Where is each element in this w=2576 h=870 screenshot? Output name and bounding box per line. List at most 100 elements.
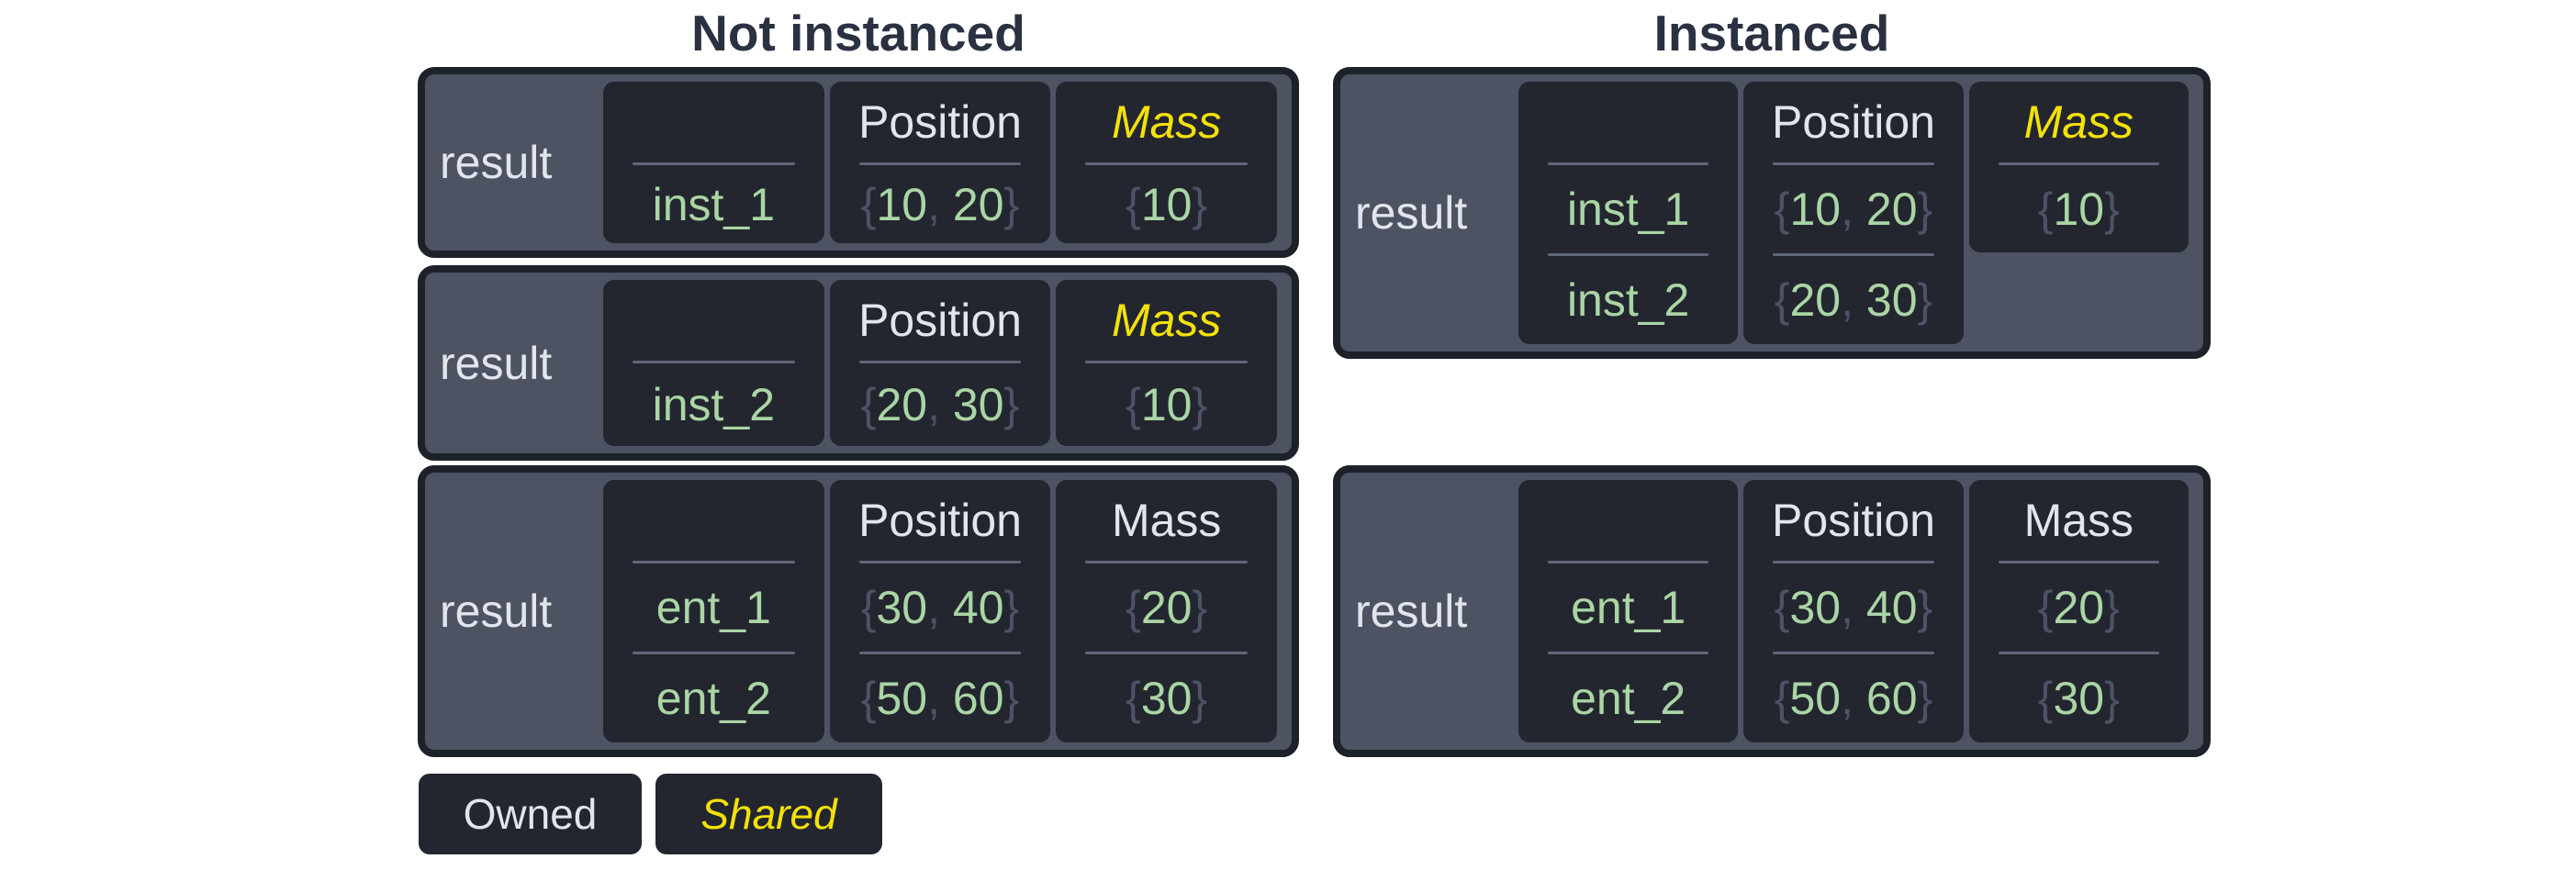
position-x: 50 (876, 673, 928, 724)
mass-cell: Mass {10} (1056, 82, 1278, 243)
brace-open: { (860, 379, 877, 430)
position-cell: Position {30, 40} {50, 60} (829, 480, 1051, 742)
brace-open: { (2037, 582, 2054, 633)
brace-close: } (1917, 274, 1933, 326)
position-cell: Position {20, 30} (829, 280, 1051, 446)
divider (1548, 561, 1709, 563)
position-x: 10 (876, 178, 928, 230)
mass-value: {10} (1056, 165, 1277, 243)
entity-name: ent_1 (1518, 563, 1738, 652)
divider (633, 652, 795, 654)
brace-open: { (1126, 178, 1141, 230)
divider (1773, 652, 1934, 654)
position-column: Position {30, 40} {50, 60} (1743, 480, 1964, 742)
brace-close: } (1917, 673, 1933, 724)
mass-cell: Mass {20} {30} (1968, 480, 2189, 742)
mass-column: Mass {20} {30} (1056, 480, 1278, 742)
position-y: 40 (1865, 582, 1918, 633)
divider (1548, 253, 1709, 256)
brace-close: } (2104, 673, 2120, 724)
position-y: 40 (952, 582, 1004, 633)
brace-open: { (1774, 582, 1790, 633)
position-column: Position {10, 20} {20, 30} (1743, 82, 1964, 344)
position-value: {20, 30} (830, 363, 1051, 446)
entity-name: ent_2 (1518, 654, 1738, 742)
mass-number: 10 (1140, 178, 1193, 230)
entity-column: inst_2 (603, 280, 824, 446)
brace-close: } (1003, 673, 1020, 724)
entity-name: inst_1 (603, 165, 824, 243)
separator: , (927, 379, 953, 430)
position-x: 50 (1789, 673, 1842, 724)
mass-column-header: Mass (1111, 495, 1222, 546)
mass-column: Mass {20} {30} (1968, 480, 2189, 742)
entity-column-header (1518, 480, 1738, 561)
divider (1773, 561, 1934, 563)
entity-name: ent_1 (603, 563, 824, 652)
entity-name-text: ent_2 (1571, 673, 1686, 724)
divider (633, 361, 795, 363)
brace-close: } (1917, 184, 1933, 235)
brace-close: } (2104, 183, 2120, 235)
position-value: {50, 60} (830, 654, 1051, 742)
entity-column: ent_1 ent_2 (603, 480, 824, 742)
mass-number: 20 (2053, 582, 2105, 633)
entity-name: inst_2 (1518, 256, 1738, 344)
entity-name-text: ent_1 (1571, 582, 1686, 633)
entity-name: inst_2 (603, 363, 824, 446)
divider (633, 162, 795, 165)
position-cell: Position {10, 20} {20, 30} (1743, 82, 1964, 344)
divider (1085, 652, 1249, 654)
position-y: 30 (952, 379, 1004, 430)
position-column-header: Position (858, 295, 1022, 346)
section-title-instanced: Instanced (1653, 5, 1890, 61)
mass-number: 10 (1140, 379, 1193, 430)
legend-shared: Shared (655, 774, 882, 854)
entity-column: ent_1 ent_2 (1518, 480, 1739, 742)
position-y: 60 (1865, 673, 1918, 724)
mass-number: 20 (1140, 582, 1193, 633)
position-x: 30 (876, 582, 928, 633)
position-y: 60 (952, 673, 1004, 724)
position-value: {30, 40} (830, 563, 1051, 652)
divider (1773, 253, 1934, 256)
brace-open: { (2037, 183, 2054, 235)
brace-open: { (2037, 673, 2054, 724)
divider (1548, 162, 1709, 165)
entity-cell: ent_1 ent_2 (1518, 480, 1739, 742)
section-title-not-instanced: Not instanced (691, 5, 1025, 61)
mass-column-header: Mass (2023, 495, 2134, 546)
mass-column-header-shared: Mass (1111, 96, 1222, 148)
mass-value: {20} (1969, 563, 2189, 652)
entity-column: inst_1 inst_2 (1518, 82, 1739, 344)
position-x: 20 (876, 379, 928, 430)
divider (1998, 162, 2159, 165)
brace-open: { (1126, 582, 1141, 633)
position-x: 10 (1789, 184, 1842, 235)
divider (1085, 561, 1249, 563)
mass-cell: Mass {20} {30} (1056, 480, 1278, 742)
result-label: result (440, 586, 553, 637)
position-value: {20, 30} (1743, 256, 1963, 344)
separator: , (927, 178, 953, 230)
position-value: {10, 20} (1743, 165, 1963, 253)
entity-name-text: ent_2 (655, 673, 771, 724)
divider (858, 361, 1022, 363)
position-y: 20 (952, 178, 1004, 230)
divider (633, 561, 795, 563)
separator: , (1841, 673, 1866, 724)
result-label: result (1355, 187, 1468, 239)
divider (858, 162, 1022, 165)
query-table-not-instanced-2: result inst_2 Position {20, 30} Mass {10… (418, 265, 1299, 461)
divider (858, 652, 1022, 654)
mass-column-header-shared: Mass (2023, 96, 2134, 148)
brace-open: { (860, 178, 877, 230)
entity-name-text: inst_1 (652, 178, 776, 230)
entity-name-text: inst_2 (652, 379, 776, 430)
brace-open: { (1774, 274, 1790, 326)
result-label: result (440, 337, 553, 389)
entity-cell: inst_2 (603, 280, 824, 446)
mass-cell: Mass {10} (1056, 280, 1278, 446)
mass-value: {30} (1969, 654, 2189, 742)
